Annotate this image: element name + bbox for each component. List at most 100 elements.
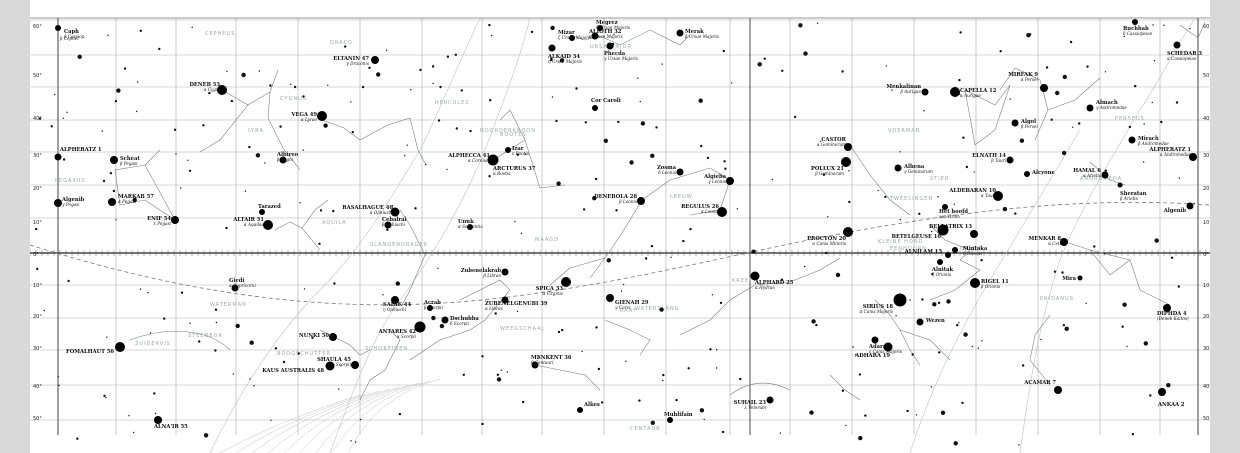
faint-star (620, 290, 623, 292)
faint-star (700, 144, 703, 148)
declination-label-left: 10° (33, 283, 42, 289)
faint-star (57, 376, 59, 378)
star-name-label: Izar (512, 146, 524, 152)
star-designation-label: β Ophiuchi (381, 222, 406, 227)
constellation-figure-line (899, 329, 951, 361)
southern-arc (283, 386, 401, 453)
faint-star (877, 189, 879, 192)
star-designation-label: γ Corvi (615, 305, 631, 310)
star-name-label: ZUBENELGENUBI 39 (485, 301, 548, 307)
faint-star (215, 321, 218, 324)
star-marker (548, 44, 556, 52)
faint-star (637, 77, 639, 79)
faint-star (226, 70, 228, 73)
star-designation-label: γ Ursae Majoris (604, 56, 638, 61)
star-marker (937, 259, 943, 265)
faint-star (977, 347, 979, 349)
star-name-label: Alnitak (931, 267, 953, 273)
star-name-label: RIGEL 11 (981, 279, 1009, 285)
faint-star (858, 373, 862, 376)
faint-star (77, 54, 82, 59)
faint-star (282, 360, 286, 364)
star-name-label: Wezen (925, 318, 945, 324)
faint-star (953, 441, 958, 446)
star-marker (937, 224, 949, 236)
star-spica: SPICA 33α Virginis (536, 277, 571, 296)
faint-star (1189, 27, 1191, 30)
star-marker (414, 321, 426, 333)
declination-label-right: 40° (1203, 116, 1210, 122)
star-marker (1173, 41, 1181, 49)
faint-star (235, 323, 240, 329)
star-arcturus: ARCTURUS 37α Bootis (487, 154, 536, 176)
star-marker (717, 207, 727, 217)
faint-star (803, 51, 808, 56)
star-designation-label: α Lyrae (301, 117, 318, 122)
faint-star (848, 170, 850, 172)
star-marker (916, 318, 924, 326)
faint-star (559, 58, 565, 63)
faint-star (937, 301, 941, 305)
star-denebola: DENEBOLA 28β Leonis (594, 194, 645, 205)
faint-star (953, 203, 955, 205)
star-designation-label: β Orionis (980, 284, 1000, 289)
faint-star (915, 414, 918, 416)
faint-star (709, 348, 712, 351)
star-name-label: MIRFAK 9 (1008, 72, 1038, 78)
star-designation-label: δ Ursae Majoris (596, 25, 630, 30)
faint-star (264, 162, 266, 164)
star-marker (317, 111, 327, 121)
star-name-label: Almach (1095, 100, 1118, 106)
faint-star (538, 356, 541, 359)
faint-star (959, 31, 962, 34)
star-designation-label: η Ursae Majoris (548, 59, 582, 64)
ecliptic-line (30, 201, 1210, 306)
faint-star (721, 430, 725, 434)
star-marker (505, 147, 511, 153)
faint-star (279, 125, 282, 128)
star-marker (1128, 136, 1136, 144)
faint-star (189, 322, 191, 324)
faint-star (1002, 206, 1008, 212)
faint-star (258, 70, 261, 72)
star-name-label: Menkalinan (886, 84, 921, 90)
star-name-label: Sheratan (1120, 191, 1147, 197)
star-name-label: Alhena (903, 164, 925, 170)
faint-star (629, 160, 634, 165)
faint-star (835, 272, 841, 278)
faint-star (123, 67, 127, 70)
faint-star (340, 365, 342, 367)
star-designation-label: ε Canis Majoris (869, 349, 902, 354)
faint-star (670, 256, 672, 258)
star-betelgeuse: BETELGEUSE 16 (892, 224, 949, 240)
faint-star (1019, 138, 1025, 143)
faint-star (338, 388, 340, 390)
faint-star (811, 319, 816, 324)
faint-star (906, 409, 909, 413)
star-name-label: Scheat (120, 156, 140, 162)
faint-star (198, 340, 201, 343)
star-marker (893, 293, 907, 307)
faint-star (1086, 65, 1089, 68)
star-chart-sheet: 60°60°50°50°40°40°30°30°20°20°10°10°0°0°… (30, 0, 1210, 453)
star-designation-label: α Aquilae (244, 222, 265, 227)
star-designation-label: δ Orionis (963, 251, 982, 256)
faint-star (973, 171, 975, 173)
constellation-figure-line (1089, 249, 1131, 276)
faint-star (662, 379, 664, 382)
faint-star (1055, 90, 1060, 96)
faint-star (208, 91, 211, 95)
star-regulus: REGULUS 26α Leonis (681, 204, 727, 217)
star-name-label: PROCYON 20 (807, 236, 846, 242)
declination-label-left: 50° (33, 73, 42, 79)
faint-star (615, 209, 618, 212)
faint-star (763, 57, 766, 60)
constellation-figure-line (359, 329, 401, 401)
faint-star (675, 398, 678, 402)
faint-star (446, 168, 448, 171)
star-designation-label: α Ophiuchi (370, 210, 394, 215)
star-aldebaran: ALDEBARAN 10α Tauri (948, 188, 1003, 201)
star-designation-label: (Deneb Kaitos) (1157, 316, 1189, 321)
faint-star (419, 68, 422, 72)
